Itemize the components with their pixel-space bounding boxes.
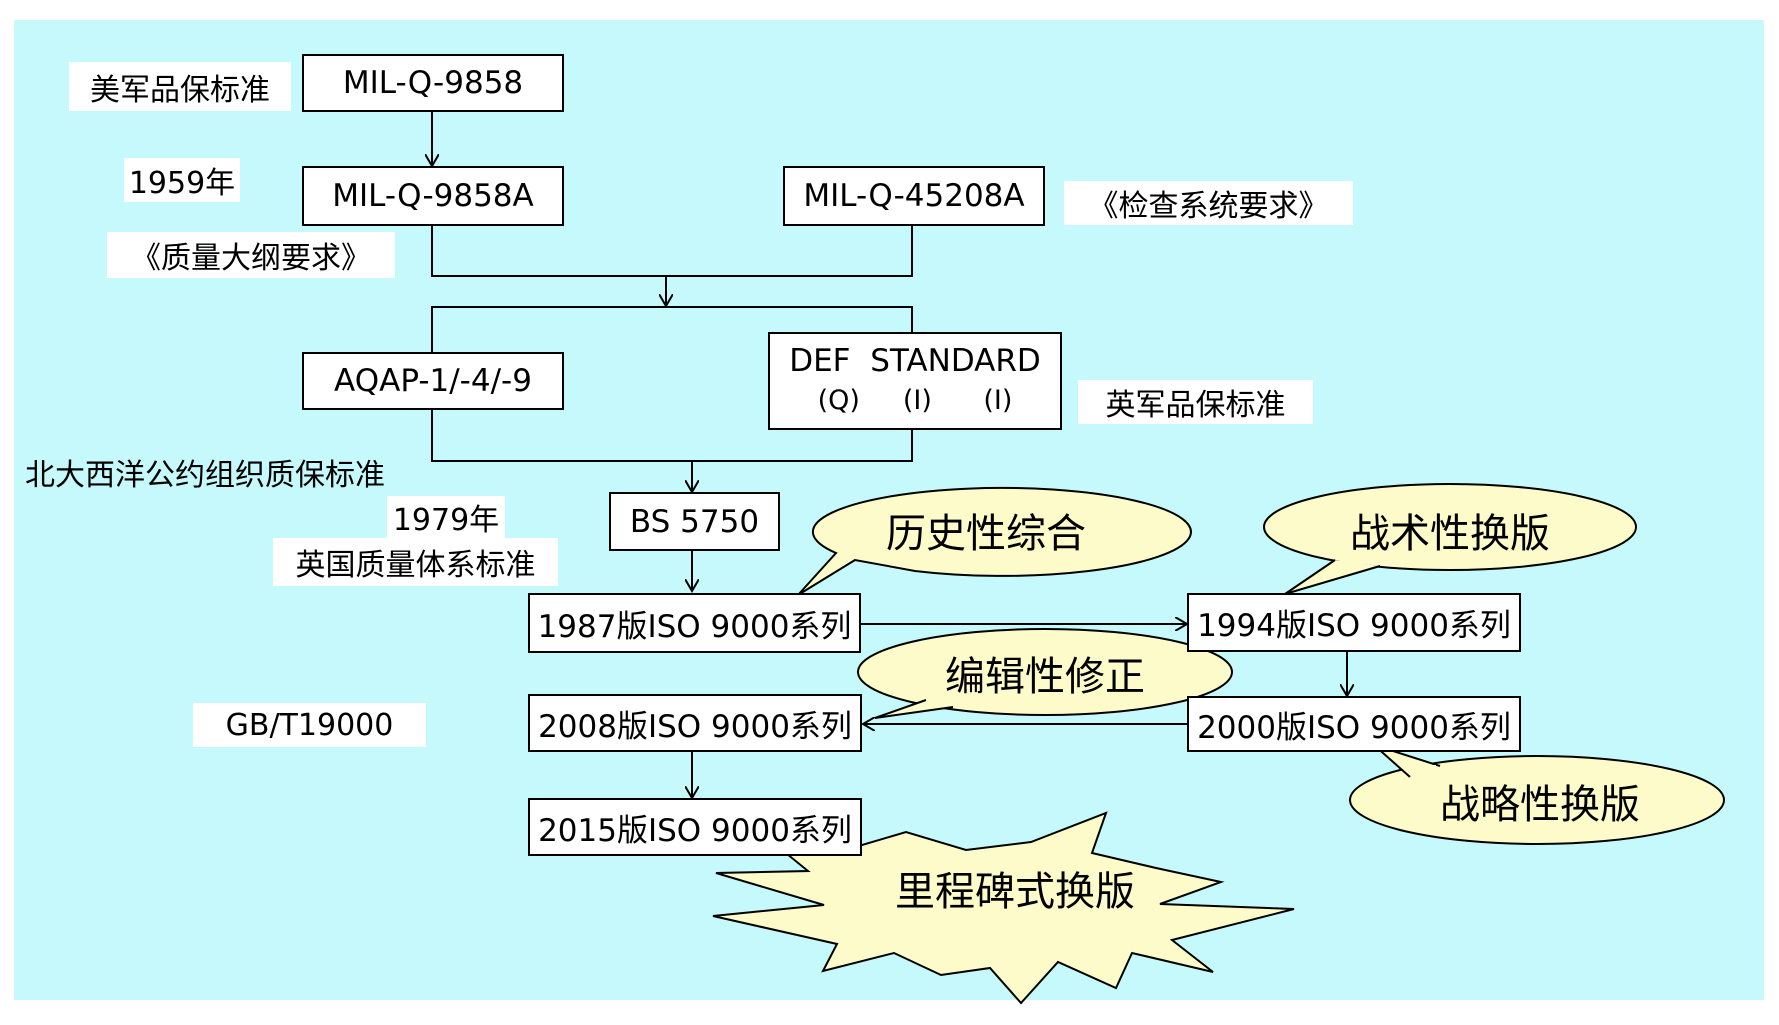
callout-tail-tactical [1284,559,1381,595]
label-gb-t19000: GB/T19000 [193,703,426,747]
label-uk-military-qa: 英军品保标准 [1078,380,1313,424]
callout-editorial-revision: 编辑性修正 [945,654,1145,700]
box-bs-5750: BS 5750 [609,492,780,551]
callout-bubble-editorial [857,628,1233,716]
label-inspection-system-req: 《检查系统要求》 [1064,181,1353,225]
box-iso-2015: 2015版ISO 9000系列 [528,798,862,856]
callout-bubble-tactical [1263,483,1637,571]
box-iso-1994: 1994版ISO 9000系列 [1187,593,1521,652]
def-standard-line2: (Q) (I) (I) [817,385,1013,416]
label-quality-program-req: 《质量大纲要求》 [107,232,395,278]
merge-bracket-top [431,226,913,277]
box-aqap: AQAP-1/-4/-9 [302,352,564,410]
box-iso-2008: 2008版ISO 9000系列 [528,694,862,752]
callout-milestone-revision: 里程碑式换版 [895,869,1135,915]
callout-historical-synthesis: 历史性综合 [886,511,1086,557]
label-nato-qa: 北大西洋公约组织质保标准 [25,458,385,493]
box-mil-q-9858: MIL-Q-9858 [302,54,564,112]
box-mil-q-45208a: MIL-Q-45208A [783,166,1045,226]
callout-bubble-strategic [1349,755,1725,845]
label-year-1979: 1979年 [387,496,505,538]
callout-tactical-revision: 战术性换版 [1350,511,1550,557]
label-year-1959: 1959年 [124,158,240,202]
callout-strategic-revision: 战略性换版 [1440,782,1640,828]
box-iso-2000: 2000版ISO 9000系列 [1187,696,1521,752]
split-bracket [431,306,913,352]
box-iso-1987: 1987版ISO 9000系列 [528,593,861,653]
def-standard-line1: DEF STANDARD [789,343,1041,379]
label-uk-quality-system: 英国质量体系标准 [273,538,558,586]
callout-burst-milestone [712,811,1295,1005]
callout-bubble-historical [797,486,1192,596]
box-def-standard: DEF STANDARD (Q) (I) (I) [768,332,1062,430]
merge-bracket-bottom [431,410,913,462]
label-us-military-qa: 美军品保标准 [69,62,291,111]
box-mil-q-9858a: MIL-Q-9858A [302,166,564,226]
